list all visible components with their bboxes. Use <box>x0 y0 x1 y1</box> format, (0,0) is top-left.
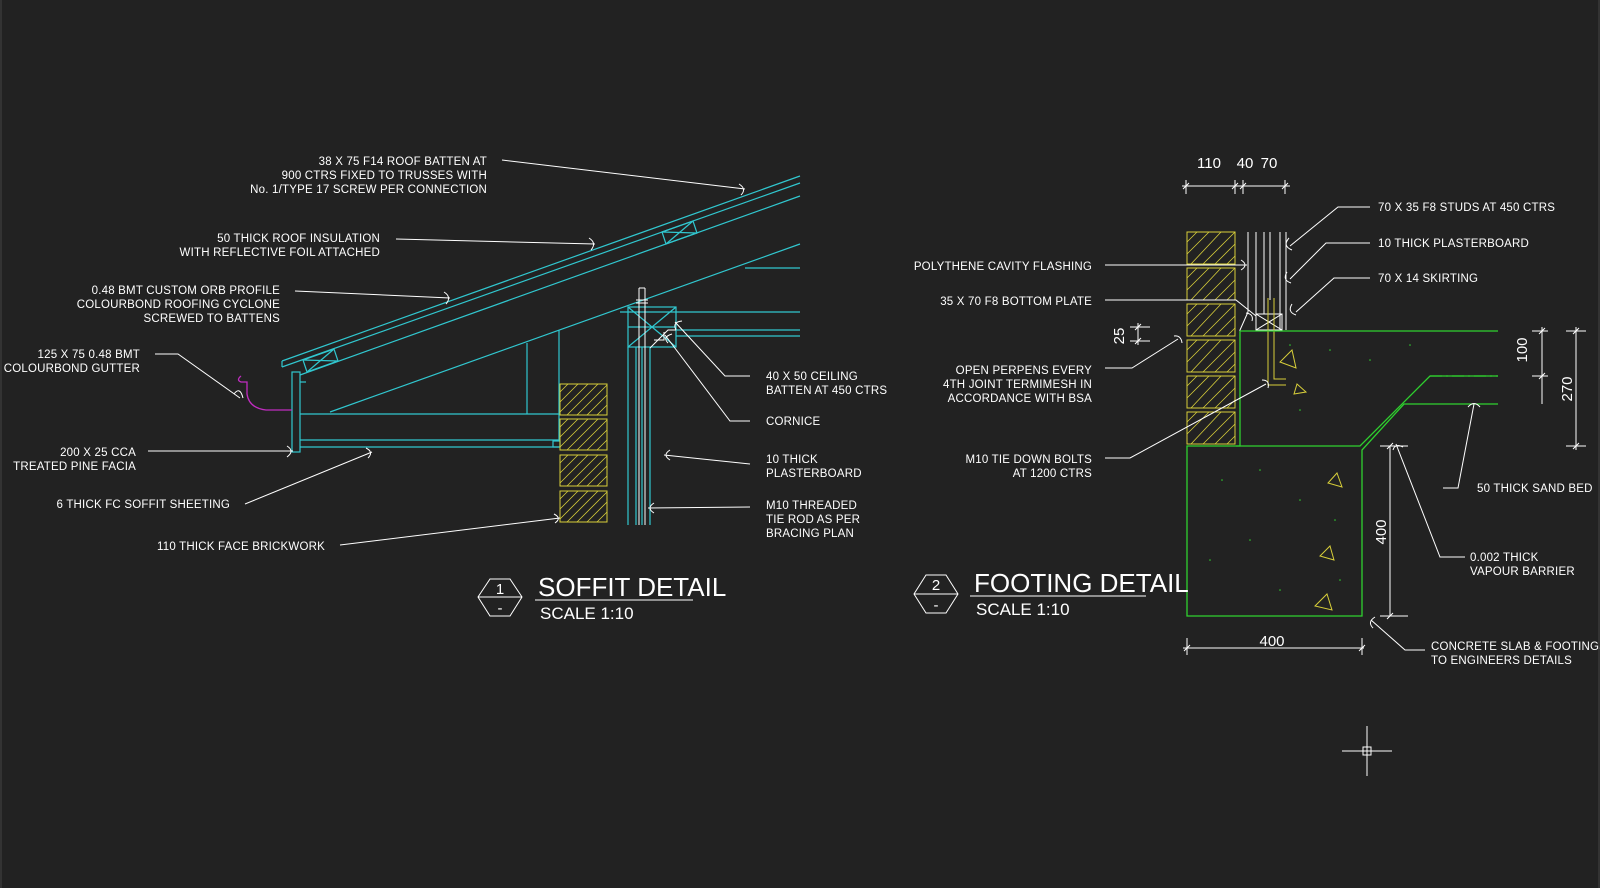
label-roof-batten-2: 900 CTRS FIXED TO TRUSSES WITH <box>282 170 487 182</box>
label-gutter-1: 125 X 75 0.48 BMT <box>38 349 141 361</box>
label-concrete-2: TO ENGINEERS DETAILS <box>1431 655 1572 667</box>
detail-number-1: 1 <box>496 581 504 598</box>
label-gutter-2: COLOURBOND GUTTER <box>4 363 140 375</box>
soffit-detail-title: SOFFIT DETAIL <box>538 572 726 602</box>
label-facia-1: 200 X 25 CCA <box>60 447 136 459</box>
label-flashing: POLYTHENE CAVITY FLASHING <box>914 261 1092 273</box>
face-brickwork <box>559 383 608 523</box>
label-studs: 70 X 35 F8 STUDS AT 450 CTRS <box>1378 202 1555 214</box>
dim-270: 270 <box>1559 376 1576 401</box>
dim-400-vertical: 400 <box>1373 519 1390 544</box>
label-tie-rod-3: BRACING PLAN <box>766 528 854 540</box>
label-soffit-sheeting: 6 THICK FC SOFFIT SHEETING <box>57 499 230 511</box>
footing-labels: 70 X 35 F8 STUDS AT 450 CTRS 10 THICK PL… <box>914 202 1600 667</box>
footing-detail-title: FOOTING DETAIL <box>974 568 1189 598</box>
label-bottom-plate: 35 X 70 F8 BOTTOM PLATE <box>940 296 1092 308</box>
label-brickwork: 110 THICK FACE BRICKWORK <box>157 541 325 553</box>
label-plasterboard-1: 10 THICK <box>766 454 818 466</box>
label-vapour-1: 0.002 THICK <box>1470 552 1539 564</box>
dim-110: 110 <box>1197 155 1221 172</box>
soffit-detail-scale: SCALE 1:10 <box>540 604 634 623</box>
soffit-labels: 38 X 75 F14 ROOF BATTEN AT 900 CTRS FIXE… <box>4 156 887 553</box>
sheet-ref-1: - <box>498 600 503 617</box>
label-roofing-2: COLOURBOND ROOFING CYCLONE <box>77 299 280 311</box>
label-roofing-3: SCREWED TO BATTENS <box>143 313 280 325</box>
label-sand-bed: 50 THICK SAND BED <box>1477 483 1593 495</box>
dim-40: 40 <box>1237 155 1254 172</box>
label-ceiling-batten-1: 40 X 50 CEILING <box>766 371 858 383</box>
label-tie-down-1: M10 TIE DOWN BOLTS <box>965 454 1092 466</box>
crosshair-cursor-icon <box>1342 726 1392 776</box>
label-tie-rod-1: M10 THREADED <box>766 500 857 512</box>
dim-400-horizontal: 400 <box>1259 633 1284 650</box>
label-roof-batten-1: 38 X 75 F14 ROOF BATTEN AT <box>319 156 487 168</box>
label-insulation-1: 50 THICK ROOF INSULATION <box>217 233 380 245</box>
label-perpends-2: 4TH JOINT TERMIMESH IN <box>943 379 1092 391</box>
label-tie-down-2: AT 1200 CTRS <box>1013 468 1092 480</box>
label-cornice: CORNICE <box>766 416 821 428</box>
label-vapour-2: VAPOUR BARRIER <box>1470 566 1575 578</box>
label-skirting: 70 X 14 SKIRTING <box>1378 273 1478 285</box>
soffit-title-block: 1 - SOFFIT DETAIL SCALE 1:10 <box>477 572 726 623</box>
label-tie-rod-2: TIE ROD AS PER <box>766 514 860 526</box>
label-ceiling-batten-2: BATTEN AT 450 CTRS <box>766 385 887 397</box>
footing-brickwork <box>1186 231 1236 445</box>
dim-100: 100 <box>1514 337 1531 362</box>
sheet-ref-2: - <box>934 597 939 614</box>
label-perpends-1: OPEN PERPENS EVERY <box>956 365 1092 377</box>
roof-batten <box>302 220 698 373</box>
footing-detail-scale: SCALE 1:10 <box>976 600 1070 619</box>
detail-number-2: 2 <box>932 577 940 594</box>
label-facia-2: TREATED PINE FACIA <box>13 461 136 473</box>
footing-title-block: 2 - FOOTING DETAIL SCALE 1:10 <box>913 568 1189 619</box>
label-concrete-1: CONCRETE SLAB & FOOTINGS <box>1431 641 1600 653</box>
label-plasterboard-2: PLASTERBOARD <box>766 468 862 480</box>
label-roof-batten-3: No. 1/TYPE 17 SCREW PER CONNECTION <box>250 184 487 196</box>
concrete-slab-footing <box>1186 330 1498 617</box>
label-footing-plasterboard: 10 THICK PLASTERBOARD <box>1378 238 1529 250</box>
label-perpends-3: ACCORDANCE WITH BSA <box>948 393 1092 405</box>
soffit-detail-drawing <box>148 159 801 546</box>
dim-70: 70 <box>1261 155 1278 172</box>
label-insulation-2: WITH REFLECTIVE FOIL ATTACHED <box>180 247 380 259</box>
dim-25: 25 <box>1111 328 1128 345</box>
footing-detail-drawing: 110 40 70 <box>1105 155 1586 655</box>
label-roofing-1: 0.48 BMT CUSTOM ORB PROFILE <box>92 285 281 297</box>
